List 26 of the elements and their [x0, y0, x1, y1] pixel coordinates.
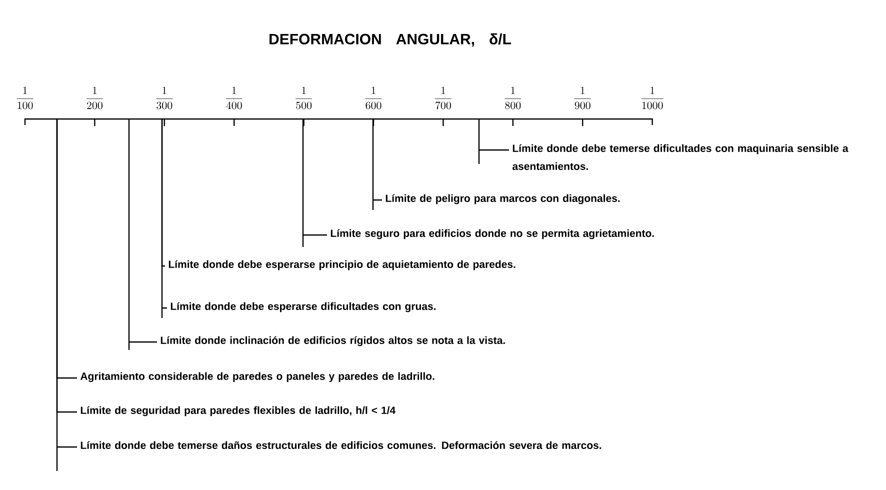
leader-line [478, 118, 510, 165]
scale-label: $\frac{1}{900}$ [574, 86, 591, 110]
leader-line [161, 118, 168, 319]
leader-line [56, 118, 78, 472]
note-text: Límite donde debe esperarse dificultades con gruas. [170, 302, 436, 312]
scale-label: $\frac{1}{1000}$ [641, 86, 664, 110]
note-text: Límite donde debe temerse dificultades con maquinaria sensible a asentamientos. [512, 144, 848, 170]
leader-line [302, 118, 328, 248]
scale-label: $\frac{1}{700}$ [435, 86, 452, 110]
note-text: Límite donde debe esperarse principio de aquietamiento de paredes. [168, 260, 516, 270]
note-text: Límite seguro para edificios donde no se permita agrietamiento. [330, 229, 654, 240]
scale-label: $\frac{1}{500}$ [296, 86, 312, 110]
note-text: Límite donde inclinación de edificios rígidos altos se nota a la vista. [160, 336, 505, 346]
title: DEFORMACION ANGULAR, δ/L [270, 33, 511, 47]
note-text: Agritamiento considerable de paredes o paneles y paredes de ladrillo. [80, 372, 434, 382]
scale-label: $\frac{1}{600}$ [365, 86, 382, 110]
scale-label: $\frac{1}{200}$ [86, 86, 103, 110]
leader-line [372, 118, 383, 211]
leader-line [128, 118, 158, 351]
note-text: Límite donde debe temerse daños estructurales de edificios comunes. Deformación severa de marcos. [80, 441, 602, 450]
scale-label: $\frac{1}{100}$ [16, 86, 34, 110]
scale-label: $\frac{1}{800}$ [504, 86, 522, 110]
note-text: Límite de seguridad para paredes flexibles de ladrillo, h/l < 1/4 [80, 406, 396, 416]
scale-label: $\frac{1}{300}$ [156, 86, 173, 110]
scale-label: $\frac{1}{400}$ [226, 86, 242, 110]
note-text: Límite de peligro para marcos con diagonales. [386, 194, 620, 204]
